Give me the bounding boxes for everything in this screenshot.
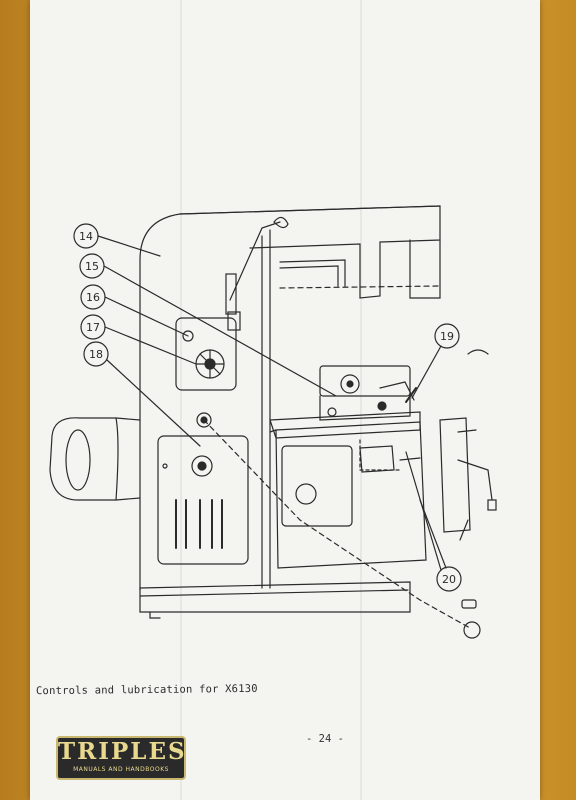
cross-feed-unit xyxy=(439,417,471,533)
leader-20a xyxy=(405,451,442,571)
fold-line xyxy=(360,0,362,800)
access-door xyxy=(157,435,249,565)
document-page xyxy=(30,0,540,800)
callout-14: 14 xyxy=(79,230,93,243)
leader-14 xyxy=(97,235,161,257)
triples-logo: TRIPLES MANUALS AND HANDBOOKS xyxy=(56,736,186,780)
page-number: - 24 - xyxy=(306,733,344,745)
machine-base xyxy=(139,581,411,613)
leader-20b xyxy=(419,499,447,569)
worktable xyxy=(319,365,411,397)
lubrication-cup xyxy=(463,621,481,639)
logo-title: TRIPLES xyxy=(58,738,187,765)
callout-20-circle xyxy=(436,566,462,592)
logo-subtitle: MANUALS AND HANDBOOKS xyxy=(73,766,169,773)
knee xyxy=(275,421,427,569)
leader-19 xyxy=(411,345,442,399)
knee-handwheel xyxy=(295,483,317,505)
leader-16 xyxy=(104,296,189,337)
machine-column xyxy=(139,205,441,591)
leader-17 xyxy=(104,326,197,365)
motor-housing xyxy=(49,417,119,501)
figure-caption: Controls and lubrication for X6130 xyxy=(35,682,258,698)
fold-line xyxy=(180,0,182,800)
gearbox-panel xyxy=(175,317,237,391)
callout-16: 16 xyxy=(86,291,100,304)
leader-15 xyxy=(103,265,337,397)
callout-18: 18 xyxy=(89,348,103,361)
lamp-icon xyxy=(273,216,289,229)
callout-15: 15 xyxy=(85,260,99,273)
callout-19-circle xyxy=(434,323,460,349)
callout-18-circle xyxy=(83,341,109,367)
leader-18 xyxy=(106,359,201,447)
oil-indicator xyxy=(196,412,212,428)
overarm xyxy=(179,205,441,299)
callout-20: 20 xyxy=(442,573,456,586)
lamp-stand xyxy=(225,273,237,315)
callout-17: 17 xyxy=(86,321,100,334)
callout-19: 19 xyxy=(440,330,454,343)
